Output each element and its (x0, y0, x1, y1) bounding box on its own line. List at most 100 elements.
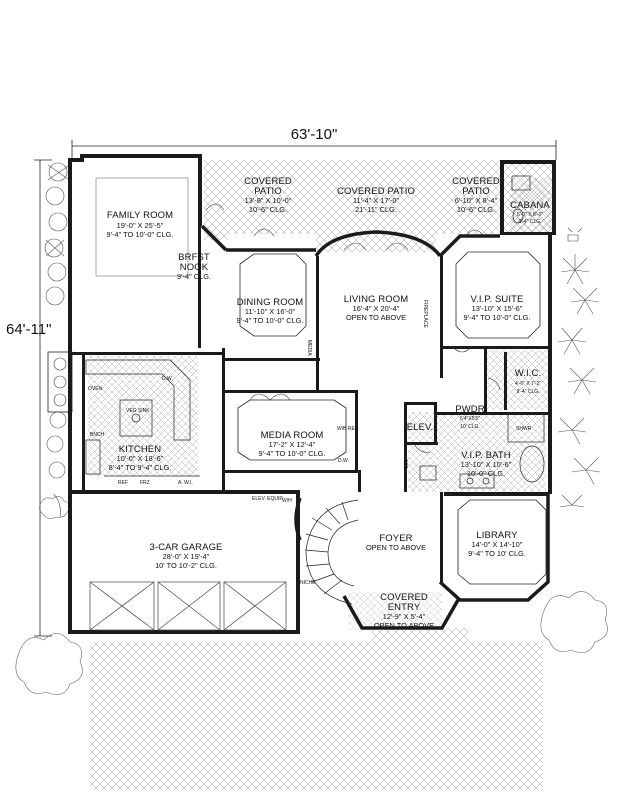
svg-text:28'-0" X 19'-4": 28'-0" X 19'-4" (163, 552, 210, 561)
svg-text:FIREPLACE: FIREPLACE (422, 300, 428, 328)
svg-text:NICHE: NICHE (300, 580, 316, 586)
interior-walls (72, 226, 556, 582)
bay-walls (200, 224, 550, 630)
kitchen-island (85, 359, 200, 477)
svg-text:13'-10" X 10'-6": 13'-10" X 10'-6" (461, 460, 512, 469)
room-dining: DINING ROOM 11'-10" X 16'-0" 9'-4" TO 10… (237, 297, 304, 325)
svg-text:12'-9" X 5'-4": 12'-9" X 5'-4" (383, 612, 426, 621)
room-brfst-nook: BRFST NOOK 9'-4" CLG. (177, 252, 211, 281)
svg-text:9'-4" TO 10'-0" CLG.: 9'-4" TO 10'-0" CLG. (107, 230, 174, 239)
room-media: MEDIA ROOM 17'-2" X 12'-4" 9'-4" TO 10'-… (259, 430, 326, 458)
svg-text:11'-10" X 16'-0": 11'-10" X 16'-0" (245, 307, 296, 316)
depth-dimension: 64'-11" (6, 321, 51, 338)
svg-text:V.I.P. BATH: V.I.P. BATH (461, 450, 511, 461)
svg-text:COVERED: COVERED (380, 592, 428, 603)
svg-text:9'-4" CLG.: 9'-4" CLG. (516, 389, 539, 395)
svg-text:6'-10" X 8'-4": 6'-10" X 8'-4" (455, 196, 498, 205)
svg-text:16'-4" X 20'-4": 16'-4" X 20'-4" (353, 304, 400, 313)
landscape-left-hedge (44, 162, 69, 479)
svg-text:LIVING ROOM: LIVING ROOM (344, 294, 408, 305)
svg-text:FAMILY ROOM: FAMILY ROOM (107, 210, 173, 221)
svg-text:5'4"X5'5": 5'4"X5'5" (460, 416, 480, 422)
svg-text:BNCH: BNCH (90, 432, 105, 438)
room-covered-patio-center: COVERED PATIO 11'-4" X 17'-0" 21'-11" CL… (337, 186, 415, 214)
svg-text:OPEN TO ABOVE: OPEN TO ABOVE (374, 621, 434, 630)
svg-text:COVERED: COVERED (452, 176, 500, 187)
svg-text:OPEN TO ABOVE: OPEN TO ABOVE (366, 543, 426, 552)
svg-text:W.I.C.: W.I.C. (515, 368, 541, 379)
svg-text:FOYER: FOYER (379, 533, 412, 544)
room-cabana: CABANA 5'-0" X 8'-0" 9'-4" CLG. (510, 200, 550, 225)
svg-text:V.I.P. SUITE: V.I.P. SUITE (471, 294, 524, 305)
room-covered-entry: COVERED ENTRY 12'-9" X 5'-4" OPEN TO ABO… (374, 592, 434, 630)
room-elev: ELEV. (407, 422, 433, 433)
svg-text:COVERED: COVERED (244, 176, 292, 187)
dimension-lines (34, 140, 557, 637)
exterior-walls (68, 154, 556, 634)
svg-text:CABANA: CABANA (510, 200, 550, 211)
room-family: FAMILY ROOM 19'-0" X 25'-5" 9'-4" TO 10'… (107, 210, 174, 239)
room-kitchen: KITCHEN 10'-0" X 18'-6" 8'-4" TO 9'-4" C… (109, 444, 172, 472)
svg-text:FRZ: FRZ (140, 480, 150, 486)
width-dimension: 63'-10" (291, 126, 338, 143)
svg-text:8'-4" TO 9'-4" CLG.: 8'-4" TO 9'-4" CLG. (109, 463, 172, 472)
svg-text:D.W.: D.W. (162, 376, 173, 382)
svg-text:21'-11" CLG.: 21'-11" CLG. (355, 205, 397, 214)
svg-text:19'-0" X 25'-5": 19'-0" X 25'-5" (117, 221, 164, 230)
spiral-staircase (304, 499, 359, 605)
door-swings (53, 203, 501, 517)
svg-text:9'-4" TO 10'-0" CLG.: 9'-4" TO 10'-0" CLG. (464, 313, 531, 322)
svg-text:9'-4" TO 10'-0" CLG.: 9'-4" TO 10'-0" CLG. (259, 449, 326, 458)
svg-text:3-CAR GARAGE: 3-CAR GARAGE (150, 542, 223, 553)
svg-text:9'-4" CLG.: 9'-4" CLG. (518, 219, 541, 225)
svg-text:PWDR: PWDR (455, 404, 484, 415)
room-vip-bath: V.I.P. BATH 13'-10" X 10'-6" 10'-0" CLG. (461, 450, 512, 478)
svg-text:9'-4" CLG.: 9'-4" CLG. (177, 272, 211, 281)
svg-text:10'-0" X 18'-6": 10'-0" X 18'-6" (117, 454, 164, 463)
svg-text:MEDIA ROOM: MEDIA ROOM (261, 430, 324, 441)
svg-text:KITCHEN: KITCHEN (119, 444, 161, 455)
svg-text:5'-0" X 8'-0": 5'-0" X 8'-0" (517, 212, 543, 218)
svg-text:COVERED PATIO: COVERED PATIO (337, 186, 415, 197)
tile-floors (88, 178, 556, 630)
room-covered-patio-left: COVERED PATIO 13'-8" X 10'-0" 10'-6" CLG… (244, 176, 292, 214)
entry-walk (372, 628, 468, 648)
driveway (90, 642, 543, 790)
svg-text:DINING ROOM: DINING ROOM (237, 297, 304, 308)
room-foyer: FOYER OPEN TO ABOVE (366, 533, 426, 552)
room-covered-patio-right: COVERED PATIO 6'-10" X 8'-4" 10'-6" CLG. (452, 176, 500, 214)
svg-text:10' CLG.: 10' CLG. (460, 424, 480, 430)
svg-text:4'-6" X 7'-2": 4'-6" X 7'-2" (515, 381, 541, 387)
svg-text:MEDIA: MEDIA (306, 340, 312, 357)
svg-text:NOOK: NOOK (180, 262, 209, 273)
svg-text:SHWR: SHWR (516, 426, 532, 432)
svg-text:OVEN: OVEN (88, 386, 103, 392)
svg-text:10'-6" CLG.: 10'-6" CLG. (457, 205, 495, 214)
svg-text:ELEV. EQUIP.: ELEV. EQUIP. (252, 496, 283, 502)
svg-text:LIBRARY: LIBRARY (476, 530, 518, 541)
room-wic: W.I.C. 4'-6" X 7'-2" 9'-4" CLG. (515, 368, 541, 395)
svg-text:D.W.: D.W. (338, 458, 349, 464)
svg-text:13'-8" X 10'-0": 13'-8" X 10'-0" (245, 196, 292, 205)
svg-text:17'-2" X 12'-4": 17'-2" X 12'-4" (269, 440, 316, 449)
room-vip-suite: V.I.P. SUITE 13'-10" X 15'-6" 9'-4" TO 1… (464, 294, 531, 322)
svg-text:REF: REF (118, 480, 128, 486)
room-library: LIBRARY 14'-0" X 14'-10" 9'-4" TO 10' CL… (468, 530, 526, 558)
svg-text:14'-0" X 14'-10": 14'-0" X 14'-10" (472, 540, 523, 549)
garage-doors (89, 581, 287, 631)
room-living: LIVING ROOM 16'-4" X 20'-4" OPEN TO ABOV… (344, 294, 408, 322)
svg-text:W/B REF.: W/B REF. (337, 426, 359, 432)
svg-text:A. W.I.: A. W.I. (178, 480, 193, 486)
room-garage: 3-CAR GARAGE 28'-0" X 19'-4" 10' TO 10'-… (150, 542, 223, 570)
svg-text:LIN.: LIN. (404, 459, 410, 468)
room-accents (95, 177, 547, 585)
svg-text:PATIO: PATIO (254, 186, 282, 197)
svg-text:BRFST: BRFST (178, 252, 210, 263)
svg-text:W/H: W/H (282, 498, 292, 504)
fixture-labels: OVEN D.W. VEG SINK REF FRZ A. W.I. ELEV.… (88, 300, 532, 586)
svg-text:9'-4" TO 10'-0" CLG.: 9'-4" TO 10'-0" CLG. (237, 316, 304, 325)
svg-text:9'-4" TO 10' CLG.: 9'-4" TO 10' CLG. (468, 549, 526, 558)
bath-fixtures (419, 175, 545, 489)
svg-text:10'-6" CLG.: 10'-6" CLG. (249, 205, 287, 214)
landscape-right-palms (557, 254, 601, 508)
